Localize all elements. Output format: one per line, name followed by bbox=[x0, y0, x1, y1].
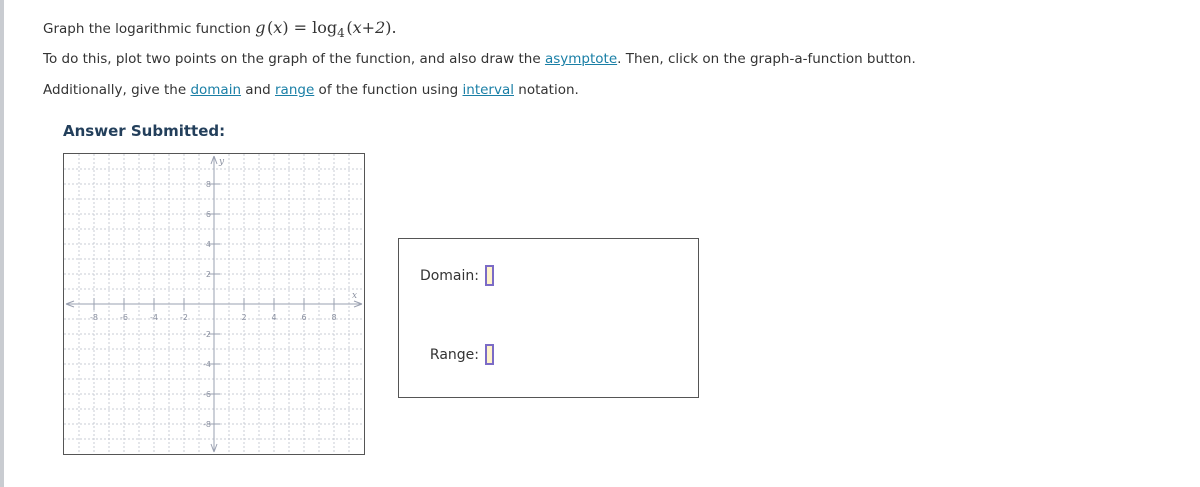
func-variable: x bbox=[273, 18, 283, 37]
y-tick-label: 6 bbox=[206, 210, 211, 219]
range-row: Range: bbox=[430, 344, 494, 365]
function-formula: g (x) = log4 (x+2). bbox=[255, 18, 397, 40]
problem-line-1: Graph the logarithmic function g (x) = l… bbox=[43, 18, 397, 40]
line3-text: Additionally, give the bbox=[43, 82, 191, 98]
x-tick-label: -4 bbox=[150, 313, 158, 322]
domain-input[interactable] bbox=[485, 265, 494, 286]
func-base: 4 bbox=[337, 26, 345, 40]
problem-line-2: To do this, plot two points on the graph… bbox=[43, 51, 916, 67]
y-tick-label: 2 bbox=[206, 270, 211, 279]
x-tick-label: -2 bbox=[180, 313, 188, 322]
x-tick-label: 4 bbox=[271, 313, 276, 322]
domain-row: Domain: bbox=[420, 265, 494, 286]
line3-and: and bbox=[241, 82, 275, 98]
y-tick-label: -4 bbox=[203, 360, 211, 369]
x-axis-label: x bbox=[352, 291, 357, 301]
func-log: log bbox=[312, 18, 338, 37]
x-tick-label: 8 bbox=[331, 313, 336, 322]
problem-intro: Graph the logarithmic function bbox=[43, 21, 256, 37]
line2-text: To do this, plot two points on the graph… bbox=[43, 51, 545, 67]
line3-text-mid: of the function using bbox=[314, 82, 463, 98]
x-tick-label: -8 bbox=[90, 313, 98, 322]
interval-link[interactable]: interval bbox=[462, 82, 514, 98]
func-name: g bbox=[255, 18, 266, 37]
y-tick-label: 4 bbox=[206, 240, 211, 249]
graph-panel[interactable]: x y -8 -6 -4 -2 2 4 6 8 8 6 4 2 -2 -4 -6 -8 bbox=[63, 153, 365, 455]
y-tick-label: -2 bbox=[203, 330, 211, 339]
range-link[interactable]: range bbox=[275, 82, 315, 98]
domain-link[interactable]: domain bbox=[190, 82, 242, 98]
x-tick-label: 2 bbox=[241, 313, 246, 322]
coordinate-plane[interactable]: x y -8 -6 -4 -2 2 4 6 8 8 6 4 2 -2 -4 -6 -8 bbox=[64, 154, 364, 454]
domain-label: Domain: bbox=[419, 267, 479, 284]
domain-range-panel: Domain: Range: bbox=[398, 238, 699, 398]
answer-submitted-heading: Answer Submitted: bbox=[63, 122, 226, 140]
x-axis-arrow-right bbox=[353, 300, 363, 308]
range-input[interactable] bbox=[485, 344, 494, 365]
problem-line-3: Additionally, give the domain and range … bbox=[43, 82, 579, 98]
y-tick-label: -6 bbox=[203, 390, 211, 399]
y-tick-label: -8 bbox=[203, 420, 211, 429]
y-axis-arrow-up bbox=[210, 155, 218, 165]
func-equals: = bbox=[288, 18, 313, 37]
func-argument: x+2 bbox=[352, 18, 386, 37]
x-tick-label: -6 bbox=[120, 313, 128, 322]
x-axis-arrow-left bbox=[65, 300, 75, 308]
line3-text-end: notation. bbox=[513, 82, 579, 98]
left-border bbox=[0, 0, 4, 487]
asymptote-link[interactable]: asymptote bbox=[544, 51, 618, 67]
range-label: Range: bbox=[429, 346, 479, 363]
y-axis-label: y bbox=[218, 157, 225, 167]
line2-text-end: . Then, click on the graph-a-function bu… bbox=[617, 51, 916, 67]
y-tick-label: 8 bbox=[206, 180, 211, 189]
y-axis-arrow-down bbox=[210, 443, 218, 453]
x-tick-label: 6 bbox=[301, 313, 306, 322]
